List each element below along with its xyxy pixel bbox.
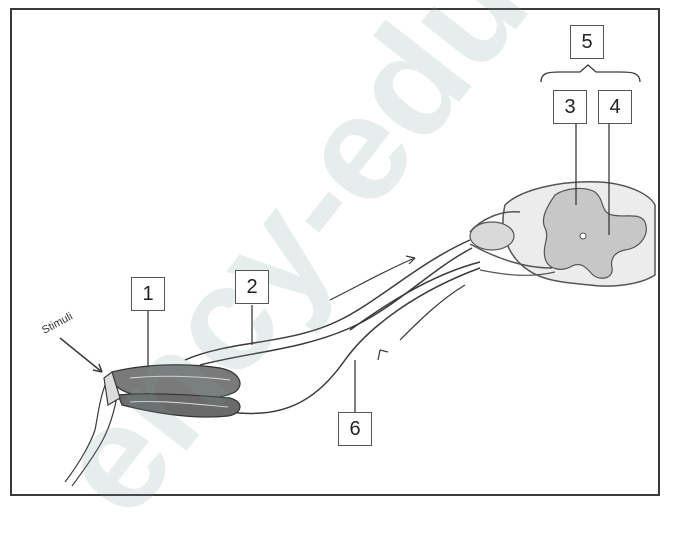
label-3: 3: [553, 90, 587, 124]
reflex-arc-illustration: [0, 0, 673, 529]
stimulus-arrow: [60, 338, 102, 372]
muscle: [112, 365, 240, 417]
label-4: 4: [598, 90, 632, 124]
diagram-canvas: ency-edu Stimuli 1 2 3 4 5 6: [0, 0, 673, 529]
spinal-cord: [503, 182, 655, 286]
impulse-arrows: [330, 256, 465, 360]
limb: [65, 372, 120, 486]
label-5: 5: [570, 25, 604, 59]
label-6: 6: [338, 412, 372, 446]
label-2: 2: [235, 270, 269, 304]
label-1: 1: [131, 277, 165, 311]
